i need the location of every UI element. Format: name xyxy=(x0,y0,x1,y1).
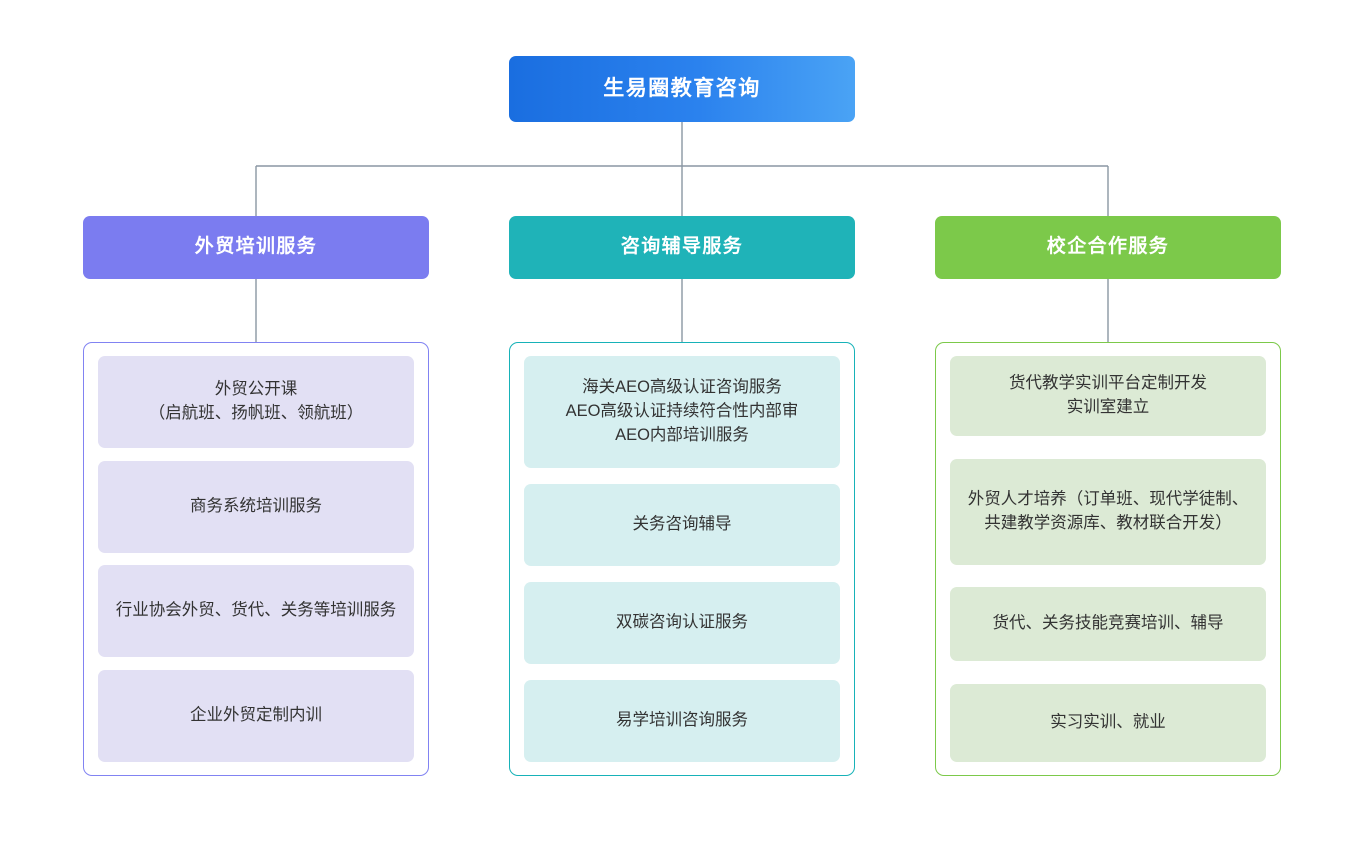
leaf-item[interactable]: 企业外贸定制内训 xyxy=(98,669,414,762)
branch-header-2[interactable]: 咨询辅导服务 xyxy=(509,216,855,279)
branch-items-panel-1: 外贸公开课 （启航班、扬帆班、领航班） 商务系统培训服务 行业协会外贸、货代、关… xyxy=(83,342,429,776)
leaf-item[interactable]: 行业协会外贸、货代、关务等培训服务 xyxy=(98,565,414,658)
leaf-item[interactable]: 货代、关务技能竞赛培训、辅导 xyxy=(950,587,1266,662)
leaf-item[interactable]: 实习实训、就业 xyxy=(950,683,1266,762)
leaf-item[interactable]: 关务咨询辅导 xyxy=(524,484,840,566)
leaf-item[interactable]: 外贸公开课 （启航班、扬帆班、领航班） xyxy=(98,356,414,448)
leaf-item[interactable]: 外贸人才培养（订单班、现代学徒制、共建教学资源库、教材联合开发） xyxy=(950,458,1266,565)
branch-header-label-2: 咨询辅导服务 xyxy=(620,236,744,258)
leaf-item[interactable]: 双碳咨询认证服务 xyxy=(524,582,840,664)
branch-header-label-3: 校企合作服务 xyxy=(1046,236,1170,258)
leaf-item[interactable]: 海关AEO高级认证咨询服务 AEO高级认证持续符合性内部审 AEO内部培训服务 xyxy=(524,356,840,468)
leaf-item[interactable]: 商务系统培训服务 xyxy=(98,460,414,553)
leaf-item[interactable]: 货代教学实训平台定制开发 实训室建立 xyxy=(950,356,1266,436)
root-node[interactable]: 生易圈教育咨询 xyxy=(509,56,855,122)
branch-column-2: 咨询辅导服务 海关AEO高级认证咨询服务 AEO高级认证持续符合性内部审 AEO… xyxy=(509,216,855,776)
leaf-item[interactable]: 易学培训咨询服务 xyxy=(524,680,840,762)
branch-column-1: 外贸培训服务 外贸公开课 （启航班、扬帆班、领航班） 商务系统培训服务 行业协会… xyxy=(83,216,429,776)
branch-header-3[interactable]: 校企合作服务 xyxy=(935,216,1281,279)
branch-header-1[interactable]: 外贸培训服务 xyxy=(83,216,429,279)
branch-column-3: 校企合作服务 货代教学实训平台定制开发 实训室建立 外贸人才培养（订单班、现代学… xyxy=(935,216,1281,776)
root-node-label: 生易圈教育咨询 xyxy=(603,77,761,101)
branch-items-panel-2: 海关AEO高级认证咨询服务 AEO高级认证持续符合性内部审 AEO内部培训服务 … xyxy=(509,342,855,776)
branch-header-label-1: 外贸培训服务 xyxy=(194,236,318,258)
branch-items-panel-3: 货代教学实训平台定制开发 实训室建立 外贸人才培养（订单班、现代学徒制、共建教学… xyxy=(935,342,1281,776)
